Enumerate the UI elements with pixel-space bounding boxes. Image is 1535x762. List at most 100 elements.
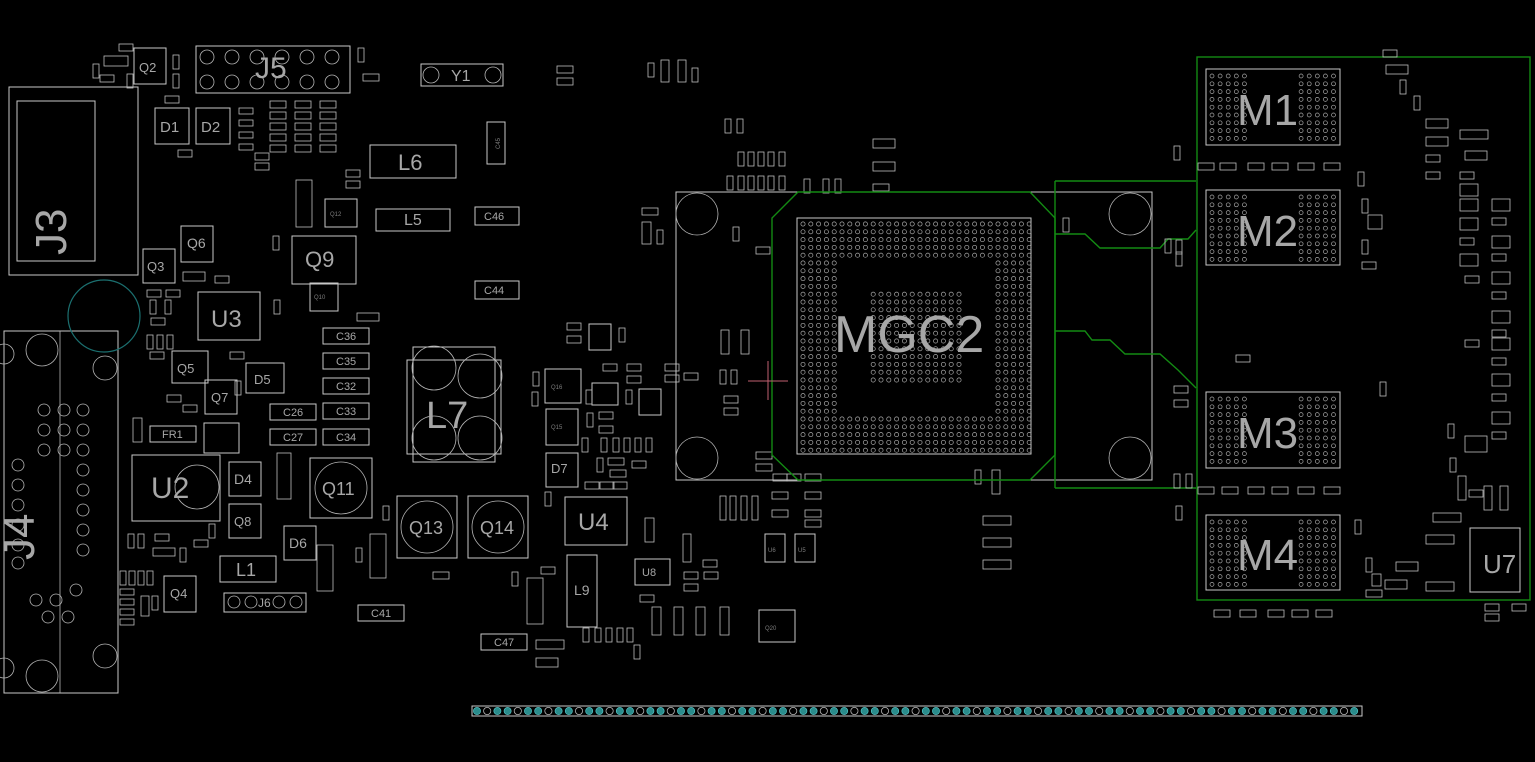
transistor-q15[interactable]: Q15: [545, 408, 579, 446]
memory-m2[interactable]: M2: [1205, 189, 1341, 266]
capacitor-c47[interactable]: C47: [480, 633, 528, 651]
svg-text:C35: C35: [336, 356, 356, 368]
svg-text:Q3: Q3: [147, 259, 164, 274]
memory-m3[interactable]: M3: [1205, 391, 1341, 469]
j3-label: J3: [27, 209, 76, 255]
ic-u7[interactable]: U7: [1469, 527, 1521, 593]
connector-j3[interactable]: J3: [8, 86, 139, 276]
transistor-q10[interactable]: Q10: [309, 282, 339, 312]
svg-text:C34: C34: [336, 432, 356, 444]
diode-d6[interactable]: D6: [283, 525, 317, 561]
svg-text:L9: L9: [574, 582, 590, 598]
transistor-q8[interactable]: Q8: [228, 503, 262, 539]
inductor-l5[interactable]: L5: [375, 208, 451, 232]
capacitor-c45[interactable]: C45: [486, 121, 506, 165]
transistor-q14[interactable]: Q14: [467, 495, 529, 559]
svg-text:D1: D1: [160, 119, 179, 136]
transistor-q12[interactable]: Q12: [324, 198, 358, 228]
diode-d5[interactable]: D5: [245, 362, 285, 394]
capacitor-c36[interactable]: C36: [322, 327, 370, 345]
svg-text:Q7: Q7: [211, 390, 228, 405]
ic-u5[interactable]: U5: [794, 533, 816, 563]
svg-text:C41: C41: [371, 608, 391, 620]
diode-d2[interactable]: D2: [195, 107, 231, 145]
transistor-q13[interactable]: Q13: [396, 495, 458, 559]
svg-text:Q15: Q15: [551, 425, 563, 431]
inductor-l6[interactable]: L6: [369, 144, 457, 179]
svg-text:L1: L1: [236, 560, 256, 580]
svg-text:J5: J5: [255, 52, 287, 85]
svg-text:U7: U7: [1483, 549, 1516, 579]
transistor-q20[interactable]: Q20: [758, 609, 796, 643]
transistor-q9[interactable]: Q9: [291, 235, 357, 285]
capacitor-c33[interactable]: C33: [322, 402, 370, 420]
svg-text:D7: D7: [551, 461, 568, 476]
transistor-q4[interactable]: Q4: [163, 575, 197, 613]
diode-d7[interactable]: D7: [545, 452, 579, 488]
svg-text:Q12: Q12: [330, 212, 342, 218]
capacitor-c41[interactable]: C41: [357, 604, 405, 622]
svg-text:Y1: Y1: [451, 68, 471, 85]
svg-text:L5: L5: [404, 212, 422, 229]
capacitor-c35[interactable]: C35: [322, 352, 370, 370]
crystal-y1[interactable]: Y1: [420, 63, 504, 87]
svg-text:C32: C32: [336, 381, 356, 393]
svg-text:C33: C33: [336, 406, 356, 418]
capacitor-c26[interactable]: C26: [269, 403, 317, 421]
svg-text:D4: D4: [234, 471, 252, 487]
transistor-q11[interactable]: Q11: [309, 457, 373, 519]
via-strip: [471, 705, 1363, 717]
svg-text:U4: U4: [578, 509, 609, 536]
transistor-q7[interactable]: Q7: [204, 379, 238, 415]
svg-text:MGC2: MGC2: [834, 306, 984, 364]
ic-u6[interactable]: U6: [764, 533, 786, 563]
chip-mgc2[interactable]: MGC2: [675, 191, 1153, 481]
capacitor-c32[interactable]: C32: [322, 377, 370, 395]
svg-text:Q14: Q14: [480, 518, 514, 538]
ic-u8[interactable]: U8: [634, 558, 671, 586]
capacitor-c34[interactable]: C34: [322, 428, 370, 446]
svg-text:C44: C44: [484, 285, 504, 297]
fuse-fr1[interactable]: FR1: [149, 425, 197, 443]
ic-u2[interactable]: U2: [131, 454, 221, 522]
component-q2[interactable]: Q2: [133, 47, 167, 85]
svg-text:Q2: Q2: [139, 60, 156, 75]
svg-text:Q6: Q6: [187, 235, 206, 251]
connector-j6[interactable]: J6: [223, 592, 307, 613]
svg-text:C47: C47: [494, 637, 514, 649]
mgc2-ball-grid: [800, 221, 1032, 453]
inductor-l7[interactable]: L7: [406, 345, 503, 463]
capacitor-c44[interactable]: C44: [474, 280, 520, 300]
memory-m1[interactable]: M1: [1205, 68, 1341, 146]
crosshair-cursor: [748, 361, 788, 400]
transistor-q16[interactable]: Q16: [544, 368, 582, 404]
svg-text:Q13: Q13: [409, 518, 443, 538]
transistor-q6[interactable]: Q6: [180, 225, 214, 263]
svg-text:J6: J6: [258, 596, 271, 610]
memory-m4[interactable]: M4: [1205, 514, 1341, 591]
inductor-l9[interactable]: L9: [566, 554, 598, 628]
svg-text:U8: U8: [642, 567, 656, 579]
ic-u3[interactable]: U3: [197, 291, 261, 341]
svg-text:C26: C26: [283, 407, 303, 419]
connector-j4[interactable]: J4: [0, 330, 119, 694]
svg-text:L6: L6: [398, 150, 422, 175]
svg-text:M4: M4: [1237, 531, 1298, 580]
inductor-l1[interactable]: L1: [219, 555, 277, 583]
capacitor-c27[interactable]: C27: [269, 428, 317, 446]
svg-text:C27: C27: [283, 432, 303, 444]
capacitor-c46[interactable]: C46: [474, 206, 520, 226]
diode-d1[interactable]: D1: [154, 107, 190, 145]
svg-text:D6: D6: [289, 535, 307, 551]
svg-text:D5: D5: [254, 372, 271, 387]
ic-u4[interactable]: U4: [564, 496, 628, 546]
svg-text:C36: C36: [336, 331, 356, 343]
connector-j5[interactable]: J5: [195, 45, 351, 94]
svg-text:U3: U3: [211, 306, 242, 333]
transistor-q5[interactable]: Q5: [171, 350, 209, 384]
svg-text:Q9: Q9: [305, 247, 334, 272]
transistor-q3[interactable]: Q3: [142, 248, 176, 284]
svg-text:Q20: Q20: [765, 626, 777, 632]
diode-d4[interactable]: D4: [228, 461, 262, 497]
